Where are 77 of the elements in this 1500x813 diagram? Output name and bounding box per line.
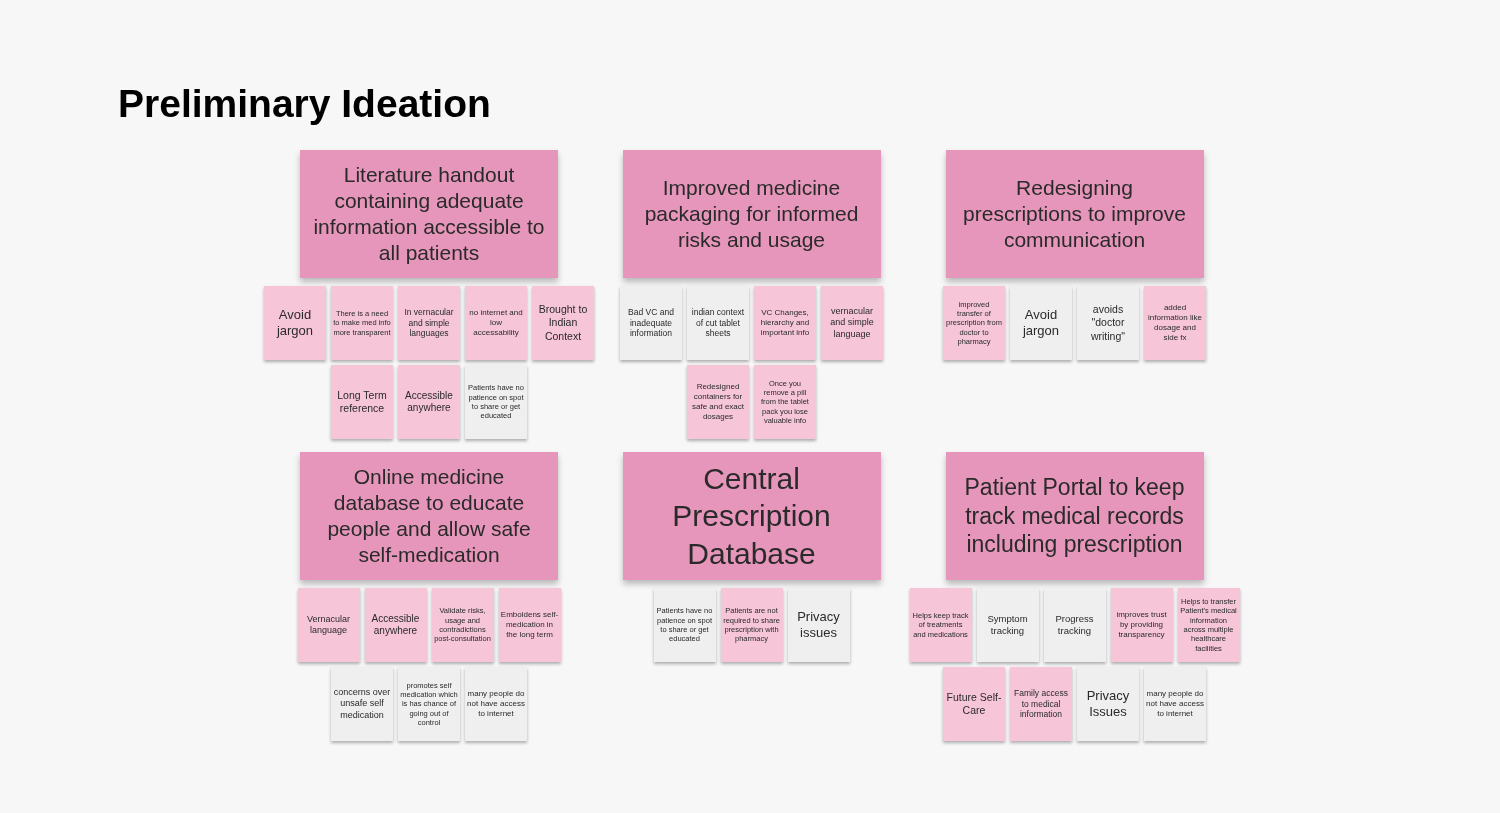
idea-heading: Central Prescription Database: [671, 460, 832, 572]
idea-heading: Literature handout containing adequate information accessible to all patients: [312, 161, 546, 267]
sticky-text: Accessible anywhere: [404, 389, 454, 415]
sticky-text: Bad VC and inadequate information: [627, 307, 675, 339]
sticky-note: [787, 588, 850, 662]
idea-card: [622, 452, 881, 580]
idea-card: [945, 452, 1204, 580]
sticky-note: [754, 286, 816, 360]
sticky-text: no internet and low accessability: [468, 308, 524, 338]
sticky-note: [821, 286, 883, 360]
sticky-note: [465, 365, 527, 439]
idea-card: [300, 452, 558, 580]
sticky-text: many people do not have access to internet: [467, 689, 525, 719]
sticky-note: [364, 588, 427, 662]
sticky-note: [1144, 286, 1206, 360]
sticky-note: [1144, 667, 1206, 741]
sticky-text: Long Term reference: [336, 388, 388, 416]
sticky-note: [720, 588, 783, 662]
sticky-text: Redesigned containers for safe and exact dosages: [690, 382, 745, 422]
sticky-text: many people do not have access to internet: [1146, 689, 1204, 719]
sticky-text: Avoid jargon: [1021, 306, 1061, 340]
page-title: Preliminary Ideation: [118, 81, 491, 127]
sticky-note: [331, 365, 393, 439]
sticky-note: [398, 286, 460, 360]
sticky-text: VC Changes, hierarchy and important info: [759, 308, 811, 338]
idea-heading: Improved medicine packaging for informed risks and usage: [643, 174, 860, 254]
sticky-note: [620, 286, 682, 360]
sticky-text: avoids "doctor writing": [1089, 303, 1127, 343]
sticky-text: Family access to medical information: [1013, 688, 1069, 720]
sticky-text: Vernacular language: [306, 613, 351, 637]
sticky-note: [943, 667, 1005, 741]
sticky-note: [943, 286, 1005, 360]
sticky-note: [1043, 588, 1106, 662]
sticky-text: vernacular and simple language: [829, 306, 875, 340]
sticky-note: [687, 365, 749, 439]
sticky-note: [465, 667, 527, 741]
sticky-note: [331, 667, 393, 741]
sticky-note: [1010, 286, 1072, 360]
sticky-note: [264, 286, 326, 360]
sticky-note: [431, 588, 494, 662]
sticky-text: Symptom tracking: [986, 613, 1029, 637]
idea-heading: Patient Portal to keep track medical records including prescription: [963, 472, 1186, 560]
sticky-note: [465, 286, 527, 360]
sticky-note: [687, 286, 749, 360]
sticky-note: [532, 286, 594, 360]
sticky-text: concerns over unsafe self medication: [333, 687, 391, 721]
sticky-text: indian context of cut tablet sheets: [690, 307, 746, 339]
sticky-text: In vernacular and simple languages: [403, 307, 455, 339]
sticky-note: [297, 588, 360, 662]
sticky-text: Brought to Indian Context: [537, 303, 589, 343]
sticky-text: Emboldens self-medication in the long term: [500, 610, 559, 640]
sticky-note: [398, 667, 460, 741]
sticky-note: [1077, 286, 1139, 360]
idea-card: [622, 150, 881, 278]
sticky-text: added information like dosage and side fx: [1147, 303, 1203, 343]
sticky-text: Progress tracking: [1054, 613, 1095, 637]
sticky-note: [754, 365, 816, 439]
sticky-note: [653, 588, 716, 662]
sticky-note: [976, 588, 1039, 662]
idea-heading: Redesigning prescriptions to improve communication: [962, 174, 1187, 254]
sticky-text: Future Self-Care: [945, 690, 1003, 718]
idea-card: [300, 150, 558, 278]
sticky-note: [1110, 588, 1173, 662]
sticky-note: [909, 588, 972, 662]
sticky-note: [398, 365, 460, 439]
idea-card: [945, 150, 1204, 278]
sticky-text: Accessible anywhere: [370, 612, 421, 638]
sticky-text: improves trust by providing transparency: [1115, 610, 1168, 640]
sticky-note: [1177, 588, 1240, 662]
sticky-text: Privacy Issues: [1085, 687, 1131, 721]
sticky-text: Privacy issues: [796, 608, 841, 642]
sticky-note: [1010, 667, 1072, 741]
sticky-note: [1077, 667, 1139, 741]
sticky-note: [498, 588, 561, 662]
sticky-text: Avoid jargon: [275, 306, 315, 340]
sticky-note: [331, 286, 393, 360]
idea-heading: Online medicine database to educate people and allow safe self-medication: [326, 463, 532, 569]
